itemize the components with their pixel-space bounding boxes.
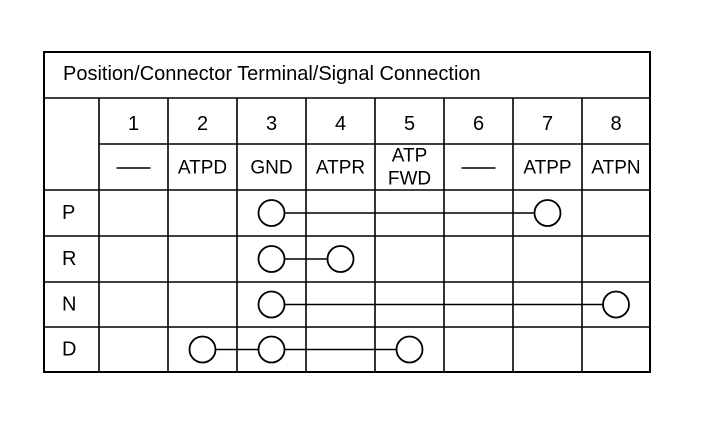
connection-node	[257, 245, 286, 273]
signal-name: ATP	[392, 146, 428, 167]
signal-name: ATPD	[178, 158, 227, 179]
signal-name: GND	[250, 158, 292, 179]
position-label: P	[62, 202, 75, 224]
connection-node	[602, 290, 630, 319]
terminal-number: 7	[542, 113, 553, 135]
position-label: N	[62, 294, 76, 316]
connection-node	[326, 245, 355, 273]
position-label: R	[62, 248, 76, 270]
terminal-number: 4	[335, 113, 346, 135]
connection-node	[188, 335, 217, 364]
connection-node	[533, 199, 562, 227]
signal-name: ATPP	[523, 158, 571, 179]
connection-node	[257, 199, 286, 227]
terminal-number: 2	[197, 113, 208, 135]
table-title: Position/Connector Terminal/Signal Conne…	[63, 63, 481, 85]
table-border	[43, 51, 651, 373]
signal-name: ATPR	[316, 158, 365, 179]
terminal-number: 1	[128, 113, 139, 135]
terminal-number: 5	[404, 113, 415, 135]
connection-node	[395, 335, 424, 364]
connection-node	[257, 335, 286, 364]
connection-node	[257, 290, 286, 319]
terminal-number: 3	[266, 113, 277, 135]
signal-name: FWD	[388, 169, 431, 190]
terminal-number: 6	[473, 113, 484, 135]
signal-name: ATPN	[591, 158, 640, 179]
position-label: D	[62, 339, 76, 361]
terminal-number: 8	[610, 113, 621, 135]
